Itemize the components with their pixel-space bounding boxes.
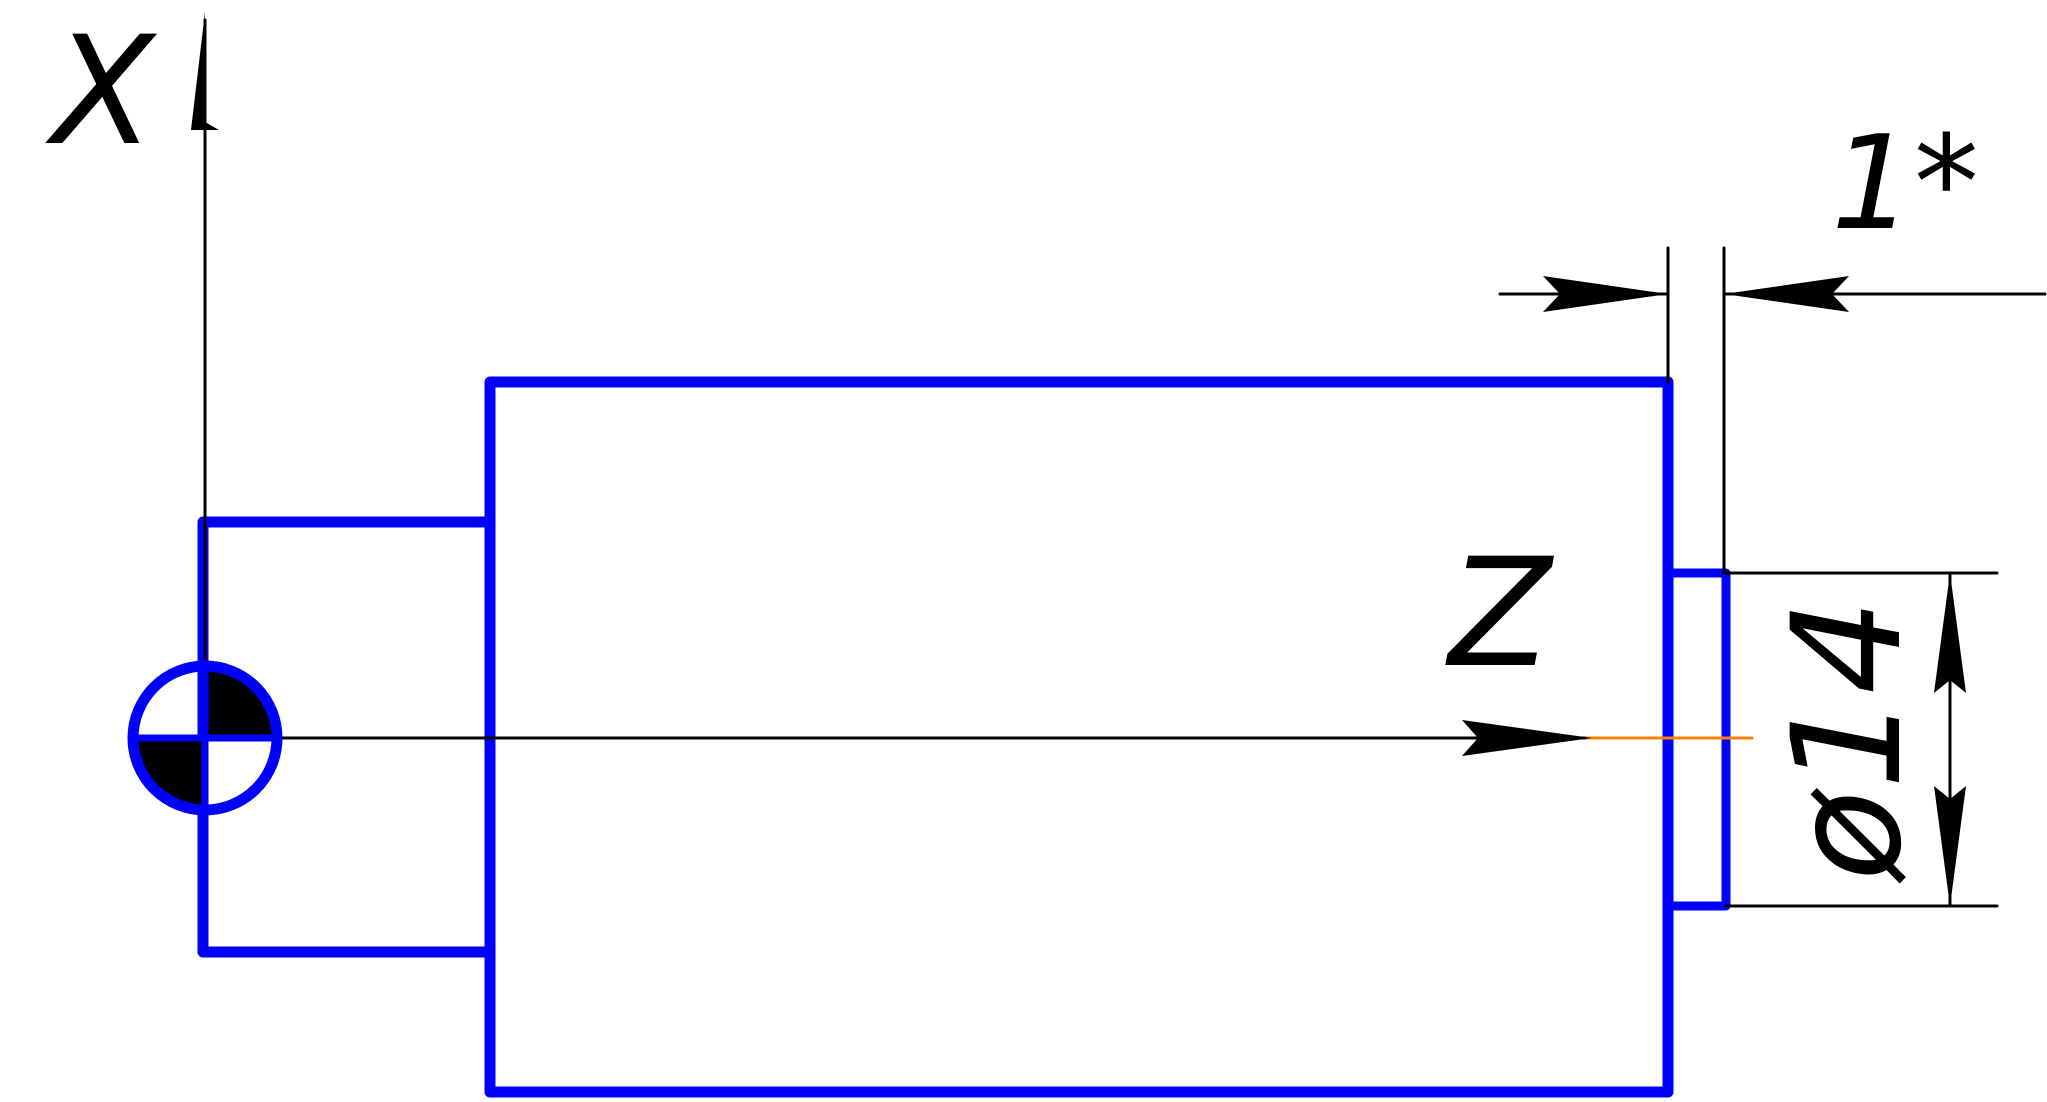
workpiece-zero-point-icon: [127, 660, 283, 816]
zero-point-quadrant-bottom-left: [135, 738, 205, 808]
x-axis-label: X: [45, 5, 158, 179]
length-arrow-right: [1724, 276, 1849, 312]
z-axis: Z: [203, 527, 1592, 756]
diameter-arrow-top: [1934, 573, 1966, 693]
z-axis-label: Z: [1445, 527, 1555, 701]
zero-point-quadrant-top-right: [205, 668, 275, 738]
x-axis-arrow: [191, 12, 219, 130]
length-arrow-left: [1543, 276, 1668, 312]
diameter-number: 14: [1761, 599, 1935, 790]
z-axis-arrow: [1462, 720, 1592, 756]
diameter-symbol: ø: [1761, 787, 1935, 884]
length-dimension-value: 1*: [1831, 107, 1979, 259]
diameter-dimension: ø14: [1724, 571, 1999, 908]
diameter-arrow-bottom: [1934, 786, 1966, 906]
length-dimension: 1*: [1498, 107, 2047, 575]
diameter-dimension-value: ø14: [1761, 599, 1935, 885]
x-axis: X: [45, 5, 219, 742]
